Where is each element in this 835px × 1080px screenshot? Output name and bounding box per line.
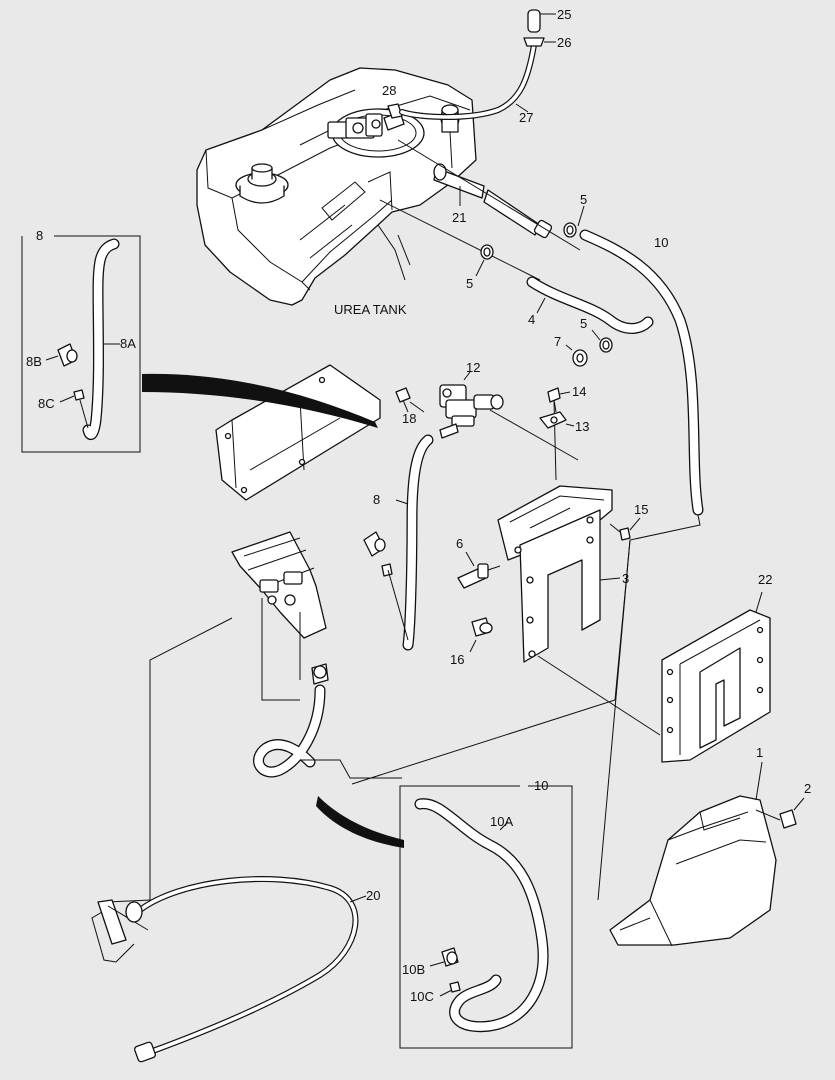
callout-10: 10: [654, 235, 668, 250]
callout-8: 8: [373, 492, 380, 507]
inset-8: 8 8A 8B 8C: [21, 228, 141, 453]
bolt-14: [547, 387, 561, 413]
hose-4: [526, 276, 654, 334]
callout-15: 15: [634, 502, 648, 517]
heater-hose-21: [433, 163, 553, 239]
callout-21: 21: [452, 210, 466, 225]
callout-6: 6: [456, 536, 463, 551]
nut-16: [471, 617, 493, 637]
vent-line-27: [399, 9, 556, 120]
inset-10-label-c: 10C: [410, 989, 434, 1004]
inset-10-label-b: 10B: [402, 962, 425, 977]
callout-22: 22: [758, 572, 772, 587]
screw-2: [755, 809, 797, 829]
heat-shield-panel: [215, 364, 381, 501]
callout-5-lower: 5: [580, 316, 587, 331]
callout-5-upper: 5: [580, 192, 587, 207]
callout-20: 20: [366, 888, 380, 903]
inset-8-label-c: 8C: [38, 396, 55, 411]
callout-3: 3: [622, 571, 629, 586]
callout-18: 18: [402, 411, 416, 426]
callout-13: 13: [575, 419, 589, 434]
elbow-fitting-lower: [311, 663, 329, 685]
clamp-5-upper: [563, 222, 577, 238]
callout-12: 12: [466, 360, 480, 375]
clip-13: [539, 411, 567, 429]
elbow-fitting-upper: [363, 531, 393, 577]
clamp-7: [572, 349, 588, 367]
inset-10-title: 10: [534, 778, 548, 793]
hose-8: [402, 434, 434, 651]
callout-1: 1: [756, 745, 763, 760]
bolt-18: [395, 387, 411, 413]
inset-8-label-b: 8B: [26, 354, 42, 369]
inset-8-title: 8: [36, 228, 43, 243]
valve-12: [439, 384, 504, 439]
callout-16: 16: [450, 652, 464, 667]
bracket-3: [497, 485, 613, 663]
callout-28: 28: [382, 83, 396, 98]
callout-25: 25: [557, 7, 571, 22]
harness-20: [91, 876, 359, 1063]
callout-26: 26: [557, 35, 571, 50]
plate-22: [661, 609, 771, 763]
inset-10: 10 10A 10B 10C: [399, 778, 573, 1049]
callout-27: 27: [519, 110, 533, 125]
callout-14: 14: [572, 384, 586, 399]
swoosh-8: [142, 373, 378, 428]
hose-10: [579, 229, 704, 516]
inset-8-label-a: 8A: [120, 336, 136, 351]
callout-2: 2: [804, 781, 811, 796]
clamp-5-lower: [599, 337, 613, 353]
urea-tank: [196, 67, 477, 306]
urea-tank-label: UREA TANK: [334, 302, 407, 317]
fitting-6: [457, 563, 501, 589]
clamp-5-middle: [480, 244, 494, 260]
callout-7: 7: [554, 334, 561, 349]
callout-4: 4: [528, 312, 535, 327]
swoosh-10: [316, 796, 404, 848]
bolt-15: [609, 523, 631, 541]
inset-10-label-a: 10A: [490, 814, 513, 829]
hose-loop-lower: [253, 684, 326, 778]
pump-module: [231, 531, 327, 639]
cover-1: [609, 795, 777, 947]
callout-5-middle: 5: [466, 276, 473, 291]
